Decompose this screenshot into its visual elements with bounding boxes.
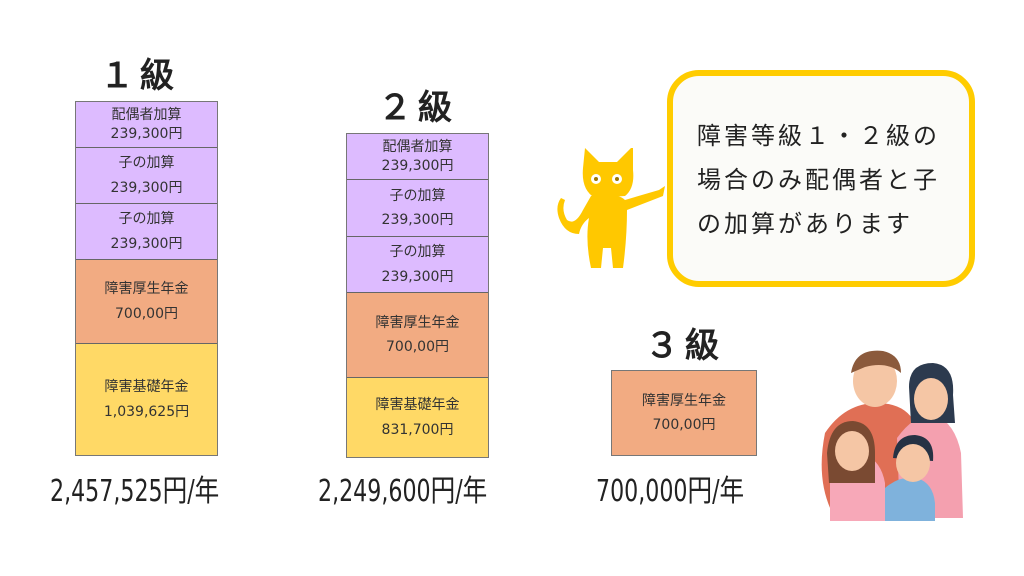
grade3-stack: 障害厚生年金 700,00円 — [611, 370, 757, 456]
segment-amount: 239,300円 — [381, 212, 454, 228]
segment-label: 子の加算 — [389, 187, 446, 204]
grade2-total: 2,249,600円/年 — [318, 474, 488, 509]
segment-label: 障害基礎年金 — [375, 397, 460, 413]
pointing-cat-icon — [557, 148, 665, 268]
segment-label: 子の加算 — [118, 211, 175, 227]
segment-label: 配偶者加算 — [111, 106, 182, 123]
grade3-title: ３級 — [645, 326, 725, 366]
grade1-employee-pension-segment: 障害厚生年金 700,00円 — [76, 260, 217, 344]
grade1-basic-pension-segment: 障害基礎年金 1,039,625円 — [76, 344, 217, 455]
segment-amount: 1,039,625円 — [103, 403, 190, 420]
segment-label: 障害厚生年金 — [375, 314, 460, 331]
grade1-total: 2,457,525円/年 — [50, 474, 220, 509]
grade2-child-segment: 子の加算 239,300円 — [347, 237, 488, 293]
segment-amount: 239,300円 — [110, 235, 183, 252]
callout-bubble: 障害等級１・２級の 場合のみ配偶者と子 の加算があります — [667, 70, 975, 287]
callout-line: 障害等級１・２級の — [697, 122, 940, 150]
grade2-child-segment: 子の加算 239,300円 — [347, 180, 488, 237]
grade2-title: ２級 — [378, 88, 458, 128]
grade1-child-segment: 子の加算 239,300円 — [76, 204, 217, 260]
grade2-basic-pension-segment: 障害基礎年金 831,700円 — [347, 378, 488, 457]
segment-label: 子の加算 — [118, 155, 175, 171]
segment-label: 配偶者加算 — [382, 138, 453, 155]
segment-amount: 239,300円 — [381, 157, 454, 174]
segment-amount: 831,700円 — [381, 421, 454, 438]
segment-label: 障害基礎年金 — [104, 379, 189, 395]
grade2-employee-pension-segment: 障害厚生年金 700,00円 — [347, 293, 488, 378]
segment-amount: 700,00円 — [652, 417, 716, 433]
grade3-total: 700,000円/年 — [596, 474, 745, 509]
segment-label: 障害厚生年金 — [642, 392, 726, 409]
segment-label: 子の加算 — [389, 244, 446, 260]
segment-amount: 700,00円 — [386, 339, 449, 355]
family-illustration-icon — [821, 350, 963, 521]
grade1-spouse-segment: 配偶者加算 239,300円 — [76, 102, 217, 148]
grade1-child-segment: 子の加算 239,300円 — [76, 148, 217, 204]
segment-amount: 239,300円 — [381, 268, 454, 285]
segment-amount: 239,300円 — [110, 179, 183, 196]
grade3-employee-pension-segment: 障害厚生年金 700,00円 — [612, 371, 756, 455]
callout-line: 場合のみ配偶者と子 — [697, 166, 940, 194]
grade1-title: １級 — [100, 56, 180, 96]
callout-line: の加算があります — [697, 210, 913, 238]
segment-label: 障害厚生年金 — [104, 281, 189, 297]
segment-amount: 239,300円 — [110, 125, 183, 142]
segment-amount: 700,00円 — [115, 305, 178, 322]
grade2-spouse-segment: 配偶者加算 239,300円 — [347, 134, 488, 180]
